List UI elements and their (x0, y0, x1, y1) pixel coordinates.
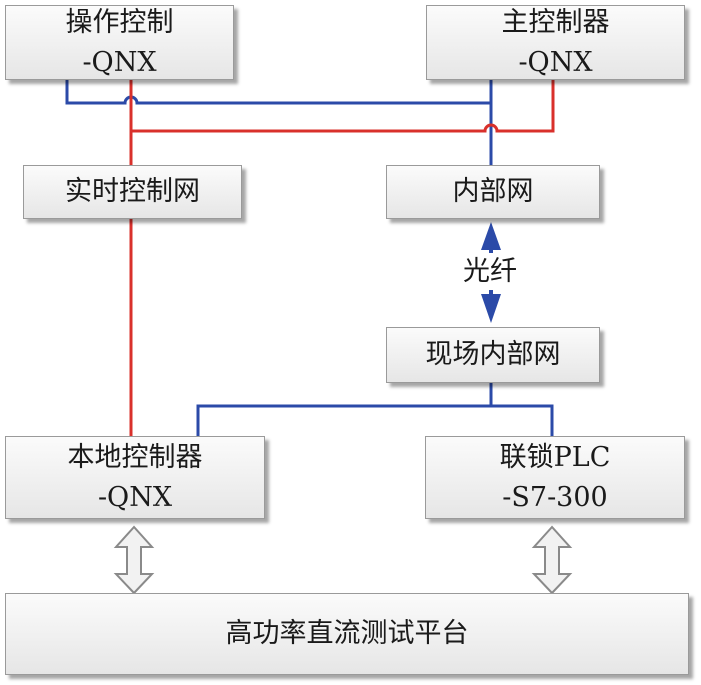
blue-line-field-branch (196, 383, 493, 436)
operation-control-box: 操作控制 -QNX (5, 5, 234, 80)
interlock-plc-box: 联锁PLC -S7-300 (425, 436, 685, 519)
red-line-horizontal (131, 80, 555, 133)
blue-line-field-to-plc (491, 404, 554, 436)
main-controller-os: -QNX (518, 46, 593, 78)
main-controller-box: 主控制器 -QNX (426, 5, 685, 80)
interlock-plc-model: -S7-300 (502, 481, 608, 513)
main-controller-title: 主控制器 (501, 6, 610, 38)
test-platform-box: 高功率直流测试平台 (5, 593, 689, 675)
fiber-label: 光纤 (463, 256, 517, 287)
local-controller-title: 本地控制器 (67, 441, 203, 473)
local-controller-os: -QNX (97, 481, 173, 513)
interlock-plc-title: 联锁PLC (499, 441, 611, 473)
fiber-arrowhead-up (481, 222, 501, 250)
realtime-network-box: 实时控制网 (23, 165, 242, 219)
hollow-arrow-plc (531, 525, 573, 595)
operation-control-title: 操作控制 (65, 6, 174, 38)
field-internal-network-label: 现场内部网 (425, 339, 561, 370)
realtime-network-label: 实时控制网 (65, 176, 200, 207)
internal-network-label: 内部网 (452, 176, 534, 207)
hollow-arrow-local (113, 525, 155, 595)
operation-control-os: -QNX (82, 46, 157, 78)
field-internal-network-box: 现场内部网 (386, 327, 600, 383)
test-platform-label: 高功率直流测试平台 (225, 618, 469, 649)
internal-network-box: 内部网 (386, 165, 600, 219)
fiber-arrowhead-down (481, 294, 501, 323)
local-controller-box: 本地控制器 -QNX (5, 436, 265, 519)
